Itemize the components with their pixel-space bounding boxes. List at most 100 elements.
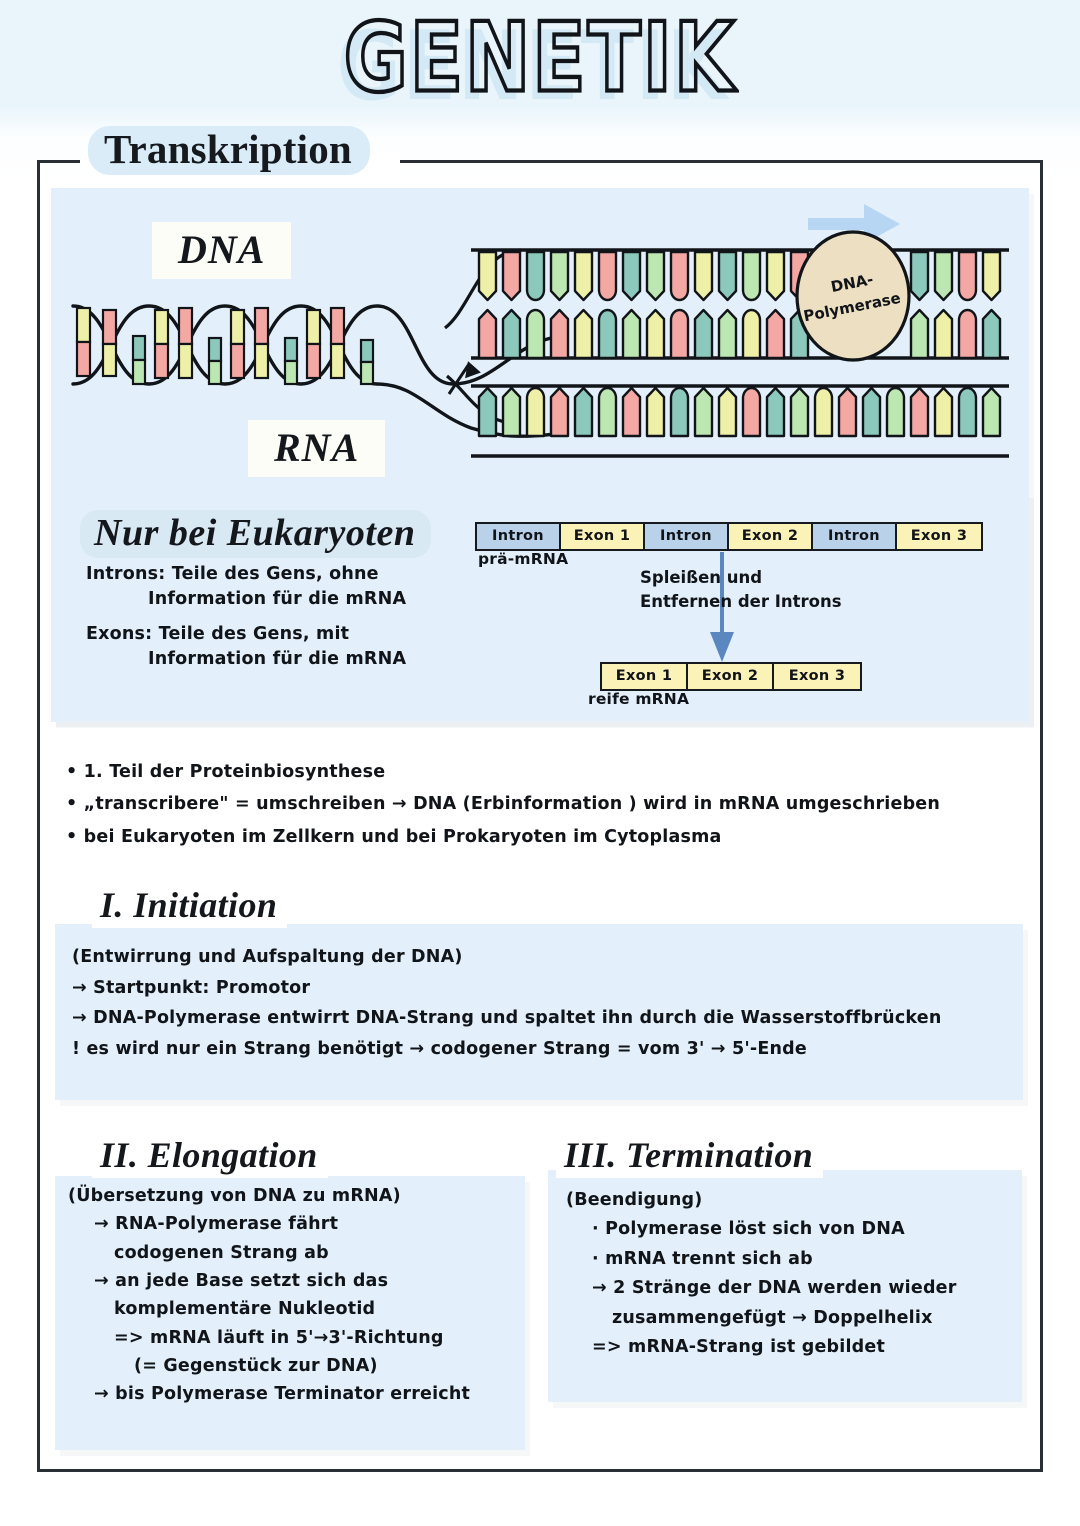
elongation-line: → bis Polymerase Terminator erreicht xyxy=(94,1384,471,1405)
nucleotide-base xyxy=(621,308,642,360)
exons-def-line2: Information für die mRNA xyxy=(148,648,407,669)
nucleotide-base xyxy=(549,308,570,360)
introns-def-line1: Introns: Teile des Gens, ohne xyxy=(86,564,379,584)
seq-block-exon: Exon 2 xyxy=(729,524,813,549)
termination-line: => mRNA-Strang ist gebildet xyxy=(592,1336,886,1357)
termination-text: (Beendigung) · Polymerase löst sich von D… xyxy=(566,1186,1018,1362)
termination-line: · mRNA trennt sich ab xyxy=(592,1248,813,1269)
initiation-card xyxy=(55,924,1023,1100)
nucleotide-base xyxy=(957,250,978,302)
nucleotide-base xyxy=(765,386,786,438)
initiation-line: (Entwirrung und Aufspaltung der DNA) xyxy=(72,947,463,967)
page-title-wrap: GENETIK xyxy=(0,4,1080,109)
nucleotide-base xyxy=(597,250,618,302)
bullet-item: • 1. Teil der Proteinbiosynthese xyxy=(66,762,386,782)
nucleotide-base xyxy=(933,308,954,360)
splice-down-arrow-icon xyxy=(710,552,734,662)
termination-line: zusammengefügt → Doppelhelix xyxy=(612,1307,933,1328)
nucleotide-base xyxy=(477,308,498,360)
nucleotide-base xyxy=(765,250,786,302)
initiation-line: → DNA-Polymerase entwirrt DNA-Strang und… xyxy=(72,1008,942,1029)
nucleotide-base xyxy=(645,386,666,438)
bullet-item: • „transcribere" = umschreiben → DNA (Er… xyxy=(66,794,941,815)
seq-block-intron: Intron xyxy=(645,524,729,549)
mature-mrna-caption: reife mRNA xyxy=(588,690,690,708)
exons-def-line1: Exons: Teile des Gens, mit xyxy=(86,623,350,644)
seq-block-exon: Exon 1 xyxy=(561,524,645,549)
seq-block-exon: Exon 3 xyxy=(897,524,981,549)
nucleotide-base xyxy=(525,386,546,438)
nucleotide-base xyxy=(573,308,594,360)
seq-block-intron: Intron xyxy=(477,524,561,549)
nucleotide-base xyxy=(717,250,738,302)
nucleotide-base xyxy=(717,308,738,360)
termination-line: → 2 Stränge der DNA werden wieder xyxy=(592,1278,957,1299)
nucleotide-base xyxy=(501,250,522,302)
nucleotide-base xyxy=(909,308,930,360)
nucleotide-base xyxy=(549,386,570,438)
elongation-line: → an jede Base setzt sich das xyxy=(94,1271,389,1292)
termination-line: (Beendigung) xyxy=(566,1190,703,1210)
elongation-line: => mRNA läuft in 5'→3'-Richtung xyxy=(114,1327,444,1348)
transcription-bullet-list: • 1. Teil der Proteinbiosynthese • „trans… xyxy=(66,756,1016,853)
nucleotide-base xyxy=(693,308,714,360)
nucleotide-base xyxy=(861,386,882,438)
nucleotide-base xyxy=(525,250,546,302)
elongation-line: komplementäre Nukleotid xyxy=(114,1299,376,1320)
initiation-line: → Startpunkt: Promotor xyxy=(72,977,311,998)
nucleotide-base xyxy=(741,250,762,302)
splice-line2: Entfernen der Introns xyxy=(640,591,842,611)
nucleotide-base xyxy=(933,386,954,438)
nucleotide-base xyxy=(597,308,618,360)
nucleotide-base xyxy=(981,308,1002,360)
nucleotide-base xyxy=(693,250,714,302)
nucleotide-base xyxy=(501,386,522,438)
nucleotide-base xyxy=(669,308,690,360)
nucleotide-base xyxy=(669,250,690,302)
nucleotide-base xyxy=(885,386,906,438)
nucleotide-base xyxy=(573,386,594,438)
content-frame xyxy=(37,160,1043,1472)
right-arrow-icon xyxy=(808,204,900,244)
nucleotide-base xyxy=(597,386,618,438)
nucleotide-base xyxy=(525,308,546,360)
termination-line: · Polymerase löst sich von DNA xyxy=(592,1219,905,1240)
nucleotide-base xyxy=(477,386,498,438)
nucleotide-base xyxy=(669,386,690,438)
nucleotide-base xyxy=(765,308,786,360)
nucleotide-base xyxy=(957,308,978,360)
seq-block-exon: Exon 2 xyxy=(688,664,774,689)
eukaryoten-heading: Nur bei Eukaryoten xyxy=(80,510,432,558)
introns-def-line2: Information für die mRNA xyxy=(148,588,407,609)
nucleotide-base xyxy=(741,386,762,438)
nucleotide-base xyxy=(621,250,642,302)
splice-annotation: Spleißen und Entfernen der Introns xyxy=(640,566,920,614)
dna-polymerase-shape xyxy=(795,230,911,362)
dna-transcription-illustration: DNA- Polymerase xyxy=(71,230,1009,458)
nucleotide-base xyxy=(693,386,714,438)
heading-initiation: I. Initiation xyxy=(92,884,288,928)
nucleotide-base xyxy=(933,250,954,302)
heading-termination: III. Termination xyxy=(556,1134,824,1178)
page-title: GENETIK xyxy=(342,4,737,114)
nucleotide-base xyxy=(813,386,834,438)
seq-block-intron: Intron xyxy=(813,524,897,549)
splice-line1: Spleißen und xyxy=(640,568,763,587)
intron-exon-definitions: Introns: Teile des Gens, ohne Informatio… xyxy=(86,562,486,681)
nucleotide-base xyxy=(645,308,666,360)
elongation-text: (Übersetzung von DNA zu mRNA)→ RNA-Polym… xyxy=(68,1182,528,1409)
nucleotide-base xyxy=(645,250,666,302)
nucleotide-base xyxy=(909,250,930,302)
rna-label: RNA xyxy=(248,420,386,477)
nucleotide-base xyxy=(549,250,570,302)
nucleotide-base xyxy=(909,386,930,438)
dna-label: DNA xyxy=(152,222,292,279)
nucleotide-base xyxy=(621,386,642,438)
nucleotide-base xyxy=(573,250,594,302)
initiation-text: (Entwirrung und Aufspaltung der DNA) → St… xyxy=(72,942,1018,1065)
elongation-line: (= Gegenstück zur DNA) xyxy=(134,1356,378,1377)
elongation-line: codogenen Strang ab xyxy=(114,1242,329,1263)
nucleotide-base xyxy=(477,250,498,302)
